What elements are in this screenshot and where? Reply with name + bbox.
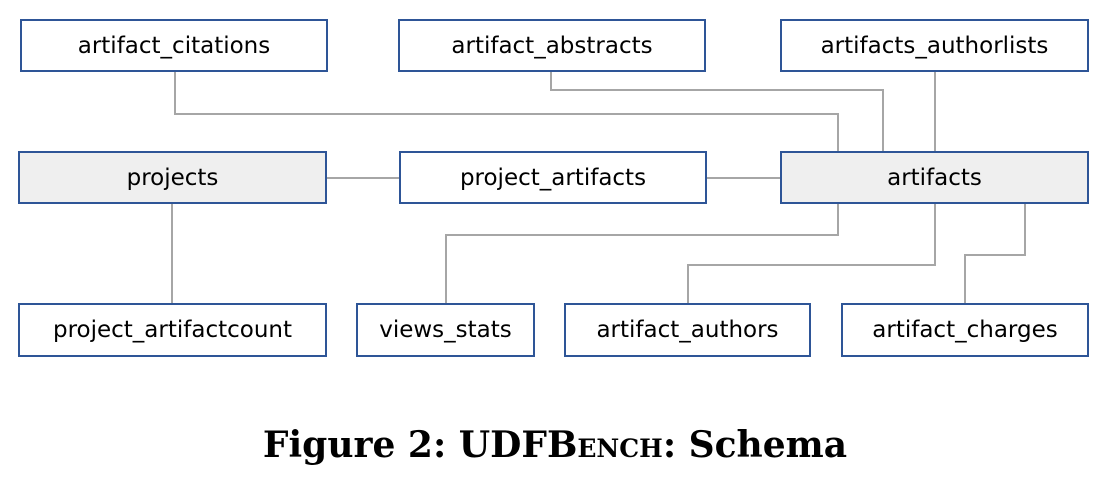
table-projects: projects bbox=[18, 151, 327, 204]
schema-diagram: artifact_citations artifact_abstracts ar… bbox=[18, 19, 1089, 357]
edge-citations-artifacts bbox=[174, 71, 839, 152]
table-artifacts: artifacts bbox=[780, 151, 1089, 204]
caption-smallcaps: Bench bbox=[546, 424, 663, 466]
table-artifact-charges: artifact_charges bbox=[841, 303, 1089, 357]
figure-caption: Figure 2: UDFBench: Schema bbox=[0, 424, 1110, 466]
table-artifact-citations: artifact_citations bbox=[20, 19, 328, 72]
table-artifact-abstracts: artifact_abstracts bbox=[398, 19, 706, 72]
edge-artifacts-authors bbox=[687, 203, 936, 304]
connector-lines bbox=[171, 71, 1026, 304]
table-project-artifacts: project_artifacts bbox=[399, 151, 707, 204]
caption-suffix: : Schema bbox=[662, 424, 848, 466]
edge-artifacts-charges bbox=[964, 203, 1026, 304]
caption-prefix: Figure 2: UDF bbox=[262, 424, 547, 466]
table-artifacts-authorlists: artifacts_authorlists bbox=[780, 19, 1089, 72]
edge-abstracts-artifacts bbox=[550, 71, 884, 152]
table-views-stats: views_stats bbox=[356, 303, 535, 357]
table-project-artifactcount: project_artifactcount bbox=[18, 303, 327, 357]
edge-artifacts-views-stats bbox=[445, 203, 839, 304]
table-artifact-authors: artifact_authors bbox=[564, 303, 811, 357]
